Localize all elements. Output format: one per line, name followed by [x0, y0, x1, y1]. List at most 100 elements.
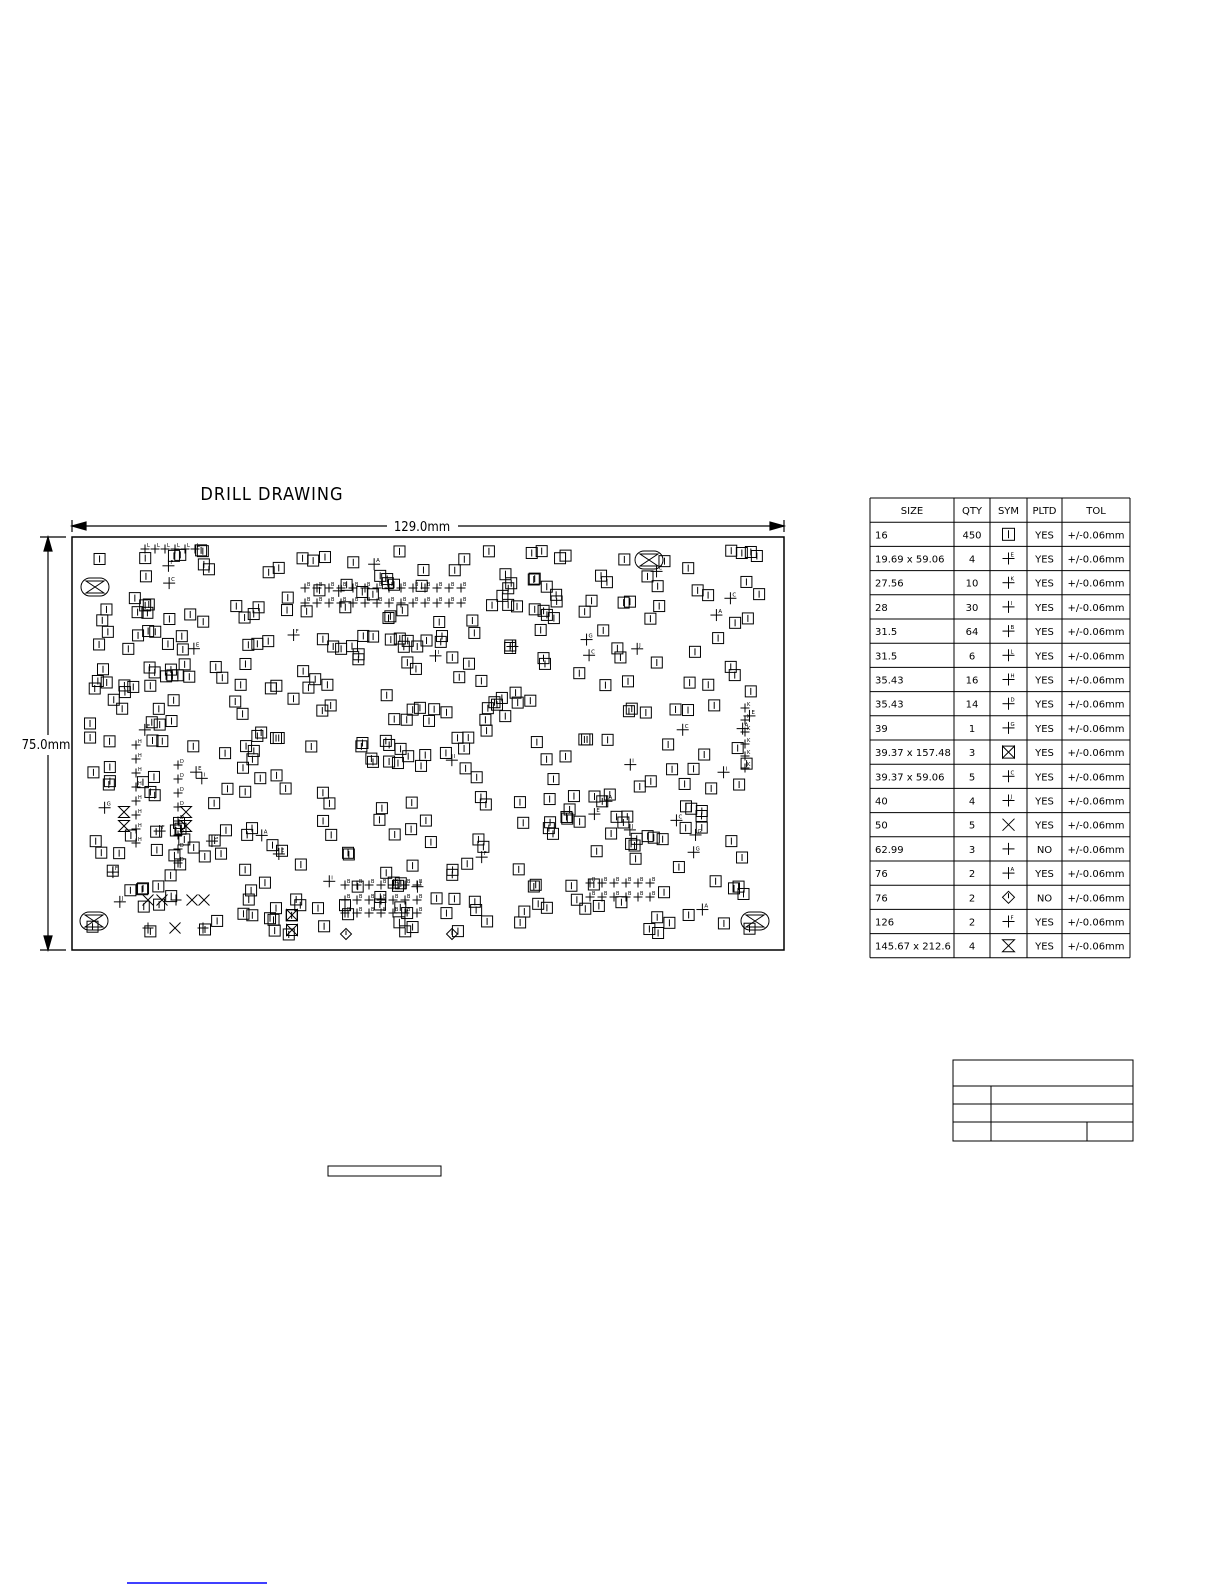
- drill-hit-mark: B: [388, 907, 399, 918]
- drill-hit-mark: [430, 892, 443, 905]
- qty-cell: 3: [969, 748, 975, 759]
- drill-hit-mark: [300, 605, 313, 618]
- svg-text:K: K: [747, 750, 751, 756]
- drill-hit-mark: I: [717, 766, 730, 779]
- drill-hit-mark: [324, 699, 337, 712]
- drill-hit-mark: [96, 614, 109, 627]
- drill-hit-mark: [356, 736, 369, 749]
- drill-hit-mark: G: [205, 835, 218, 848]
- drill-hit-mark: [402, 750, 415, 763]
- drill-hit-mark: [124, 829, 137, 842]
- drill-hit-mark: [230, 600, 243, 613]
- drill-hit-mark: [459, 762, 472, 775]
- drill-hit-mark: [499, 710, 512, 723]
- qty-cell: 2: [969, 918, 975, 929]
- svg-text:B: B: [367, 597, 371, 603]
- size-cell: 31.5: [875, 627, 897, 638]
- drill-hit-mark: H: [131, 809, 142, 820]
- drill-hit-mark: B: [300, 582, 311, 593]
- svg-text:K: K: [747, 762, 751, 768]
- drill-hit-mark: [388, 713, 401, 726]
- table-header-cell: PLTD: [1032, 506, 1056, 517]
- qty-cell: 64: [966, 627, 979, 638]
- svg-text:B: B: [407, 879, 411, 885]
- drill-hit-mark: B: [364, 879, 375, 890]
- drill-hit-mark: [307, 554, 320, 567]
- svg-text:J: J: [418, 881, 421, 887]
- drill-hit-mark: [411, 640, 424, 653]
- drill-hit-mark: [540, 608, 553, 621]
- drill-hit-mark: B: [400, 894, 411, 905]
- tol-cell: +/-0.06mm: [1067, 748, 1124, 759]
- size-cell: 16: [875, 530, 888, 541]
- drill-hit-mark: [266, 839, 279, 852]
- drill-hit-mark: [312, 902, 325, 915]
- drill-hit-mark: [644, 775, 657, 788]
- drill-hit-mark: [197, 615, 210, 628]
- drill-hit-mark: [729, 616, 742, 629]
- drill-hit-mark: [103, 761, 116, 774]
- drill-hit-mark: [286, 923, 298, 937]
- svg-text:L: L: [157, 543, 160, 549]
- svg-text:B: B: [592, 891, 596, 897]
- svg-text:B: B: [331, 582, 335, 588]
- drill-hit-mark: [379, 734, 392, 747]
- svg-text:A: A: [264, 829, 268, 835]
- svg-text:B: B: [395, 894, 399, 900]
- drill-hit-mark: [239, 785, 252, 798]
- drill-hit-mark: B: [400, 907, 411, 918]
- drill-hit-mark: [669, 703, 682, 716]
- drill-hit-mark: [156, 894, 168, 906]
- drill-hit-mark: [446, 651, 459, 664]
- drill-hit-mark: [622, 705, 635, 718]
- drill-hit-mark: [281, 604, 294, 617]
- drill-hit-mark: [93, 638, 106, 651]
- drill-hit-mark: [518, 905, 531, 918]
- pltd-cell: YES: [1034, 555, 1054, 566]
- drill-hit-mark: H: [131, 837, 142, 848]
- drill-hit-mark: B: [432, 597, 443, 608]
- svg-text:D: D: [180, 759, 184, 765]
- svg-text:B: B: [347, 879, 351, 885]
- svg-text:H: H: [138, 767, 142, 773]
- drill-hit-mark: [445, 927, 459, 941]
- drill-hit-mark: K: [740, 762, 751, 773]
- drill-hit-mark: [131, 606, 144, 619]
- drill-hit-mark: B: [633, 877, 644, 888]
- drill-hit-mark: B: [388, 894, 399, 905]
- drill-hit-mark: B: [621, 891, 632, 902]
- svg-text:B: B: [403, 597, 407, 603]
- drill-hit-mark: [482, 545, 495, 558]
- tol-cell: +/-0.06mm: [1067, 845, 1124, 856]
- drill-hit-mark: [186, 894, 198, 906]
- drill-hit-mark: [237, 907, 250, 920]
- cross-F-icon: F: [1002, 915, 1015, 928]
- svg-text:C: C: [591, 649, 595, 655]
- size-cell: 62.99: [875, 845, 904, 856]
- drill-hit-mark: B: [384, 597, 395, 608]
- mounting-hole-mark: [80, 577, 110, 597]
- svg-text:E: E: [1011, 553, 1015, 559]
- drill-hit-mark: [537, 604, 550, 617]
- qty-cell: 14: [966, 700, 979, 711]
- qty-cell: 4: [969, 942, 975, 953]
- drill-hit-mark: [400, 713, 413, 726]
- drill-hit-mark: [448, 892, 461, 905]
- drill-hit-mark: [175, 630, 188, 643]
- drill-hit-mark: [142, 922, 154, 934]
- drill-hit-mark: [504, 641, 517, 654]
- drill-hit-mark: [144, 785, 157, 798]
- svg-text:B: B: [319, 582, 323, 588]
- drill-hit-mark: [550, 595, 563, 608]
- drill-hit-mark: B: [340, 894, 351, 905]
- svg-text:B: B: [371, 907, 375, 913]
- drill-hit-mark: [590, 845, 603, 858]
- drill-hit-mark: [617, 596, 630, 609]
- drill-hit-mark: [215, 847, 228, 860]
- drill-hit-mark: [688, 645, 701, 658]
- drill-hit-mark: E: [138, 723, 151, 736]
- tol-cell: +/-0.06mm: [1067, 530, 1124, 541]
- drill-hit-mark: L: [160, 543, 170, 554]
